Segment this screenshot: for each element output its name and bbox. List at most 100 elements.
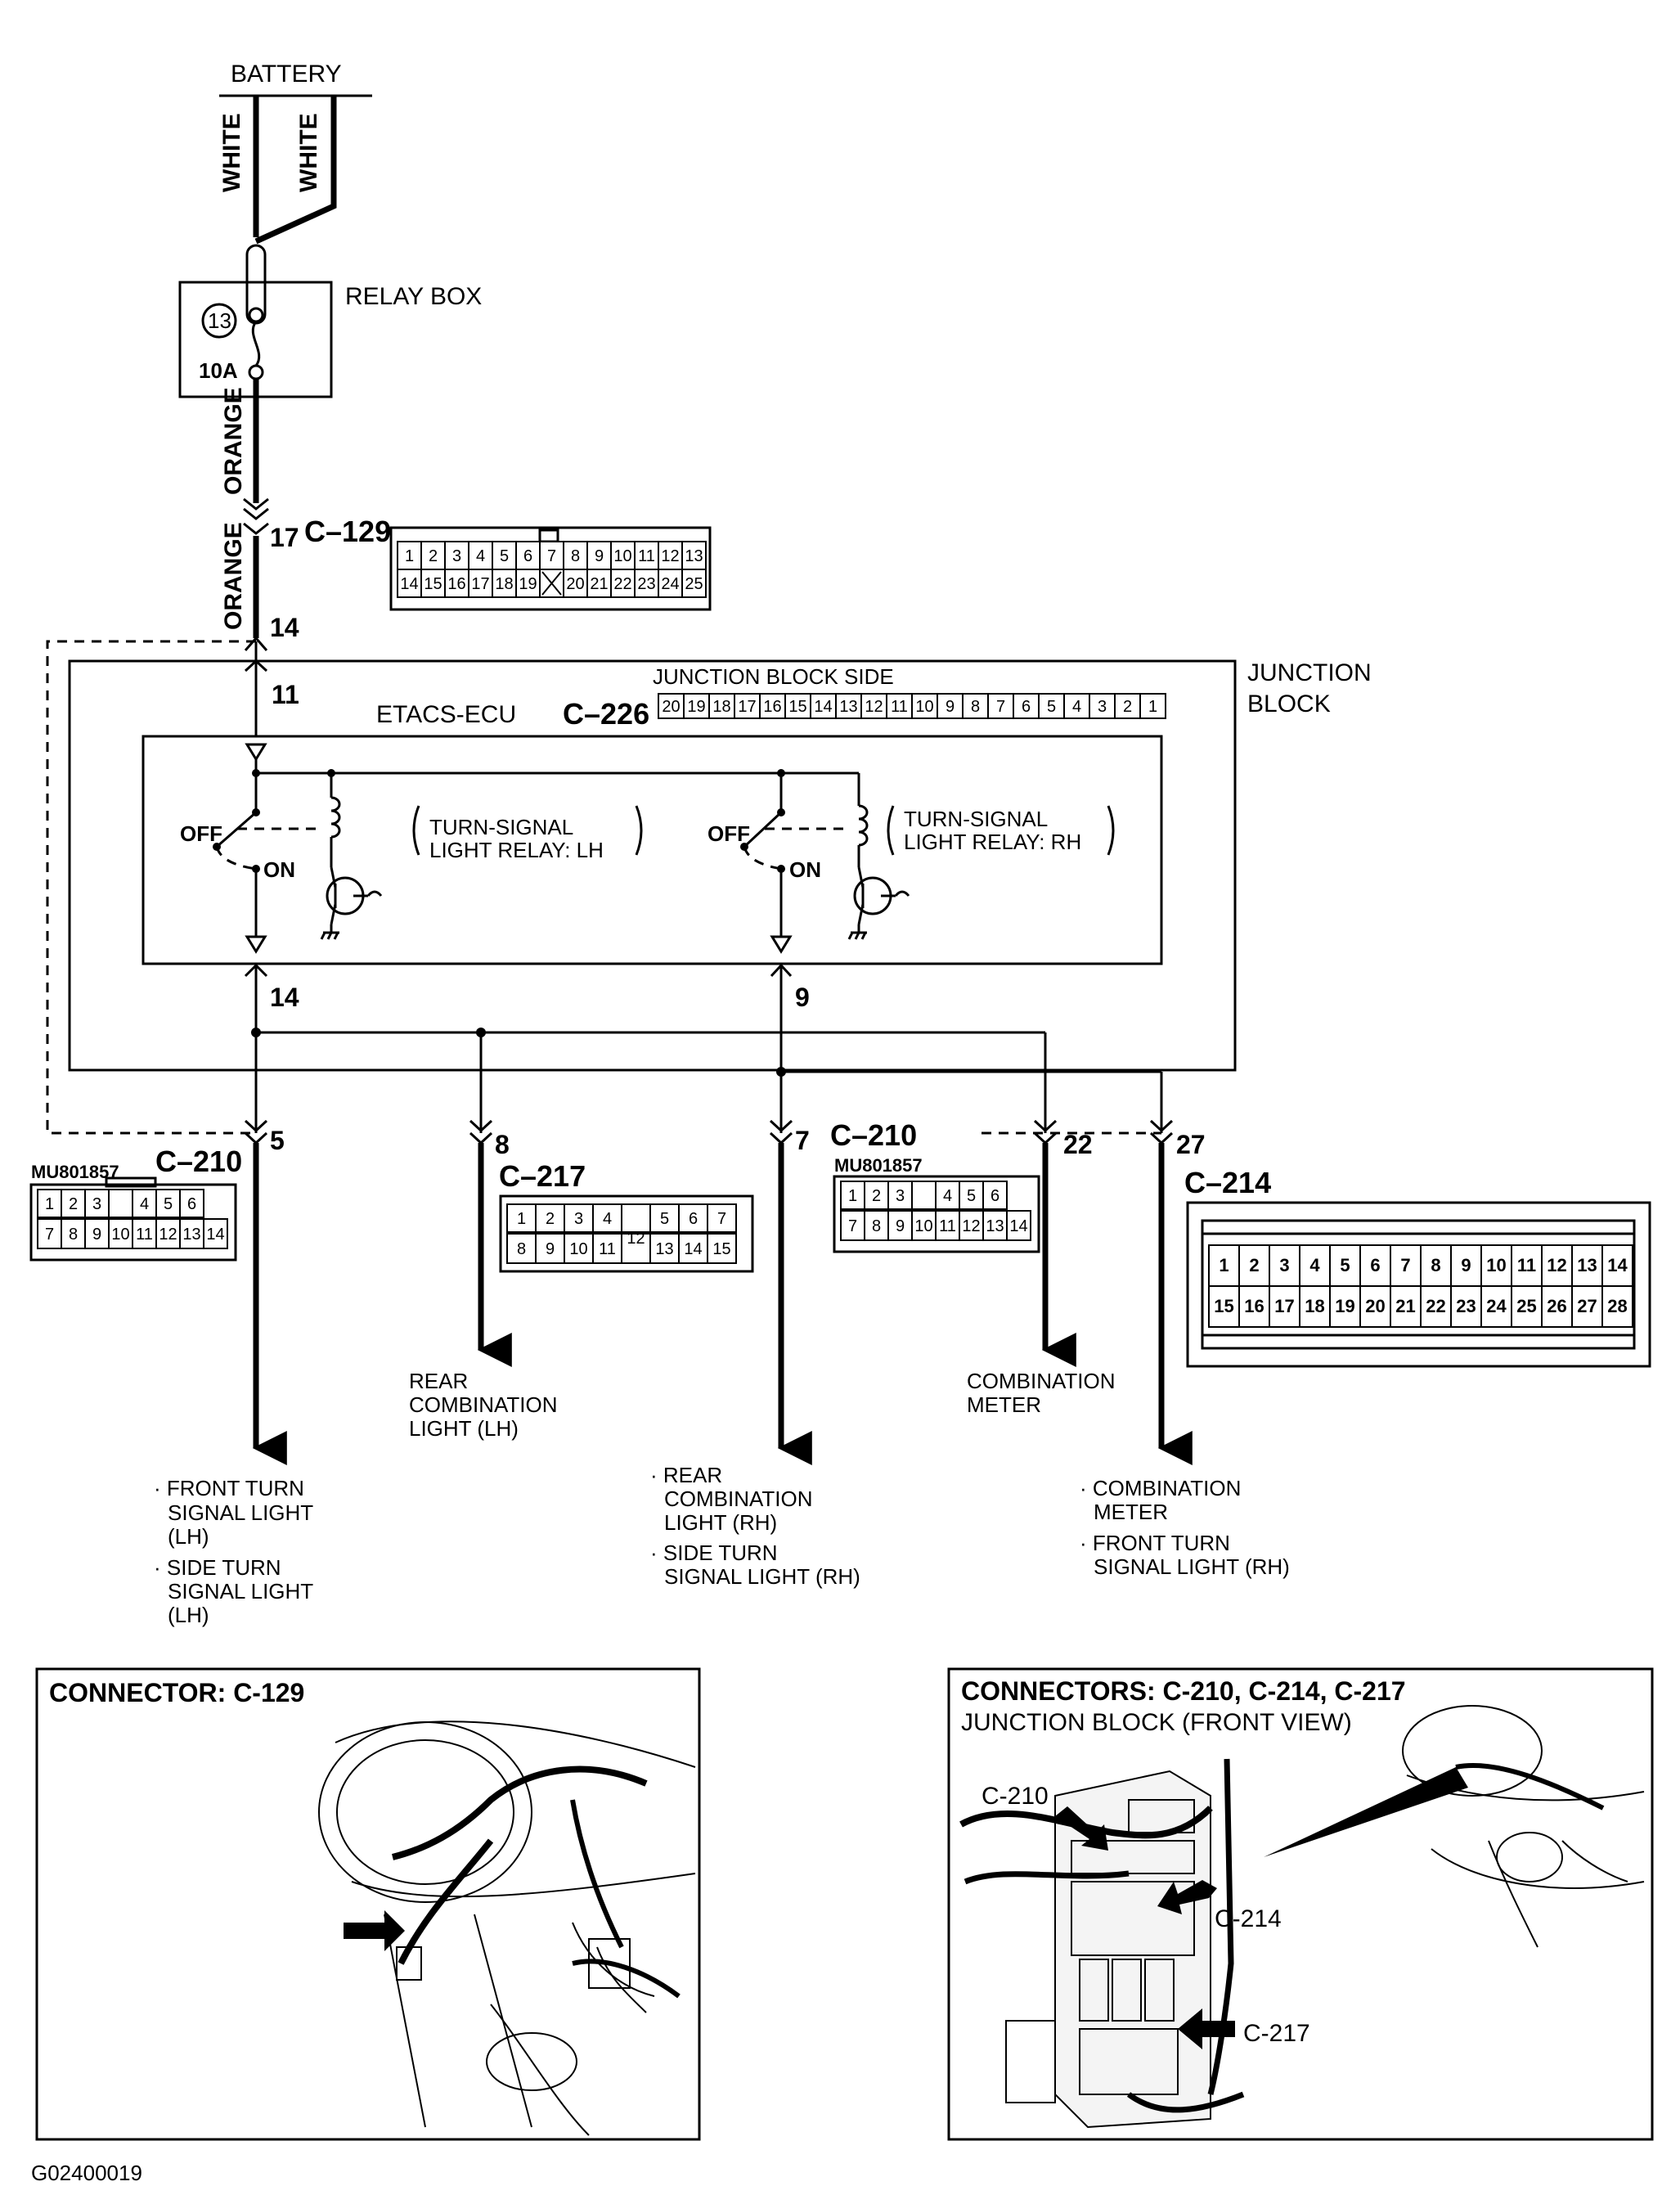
relay-rh-off: OFF xyxy=(707,821,750,846)
c217-cell xyxy=(707,1233,737,1264)
c129-pin-label: 9 xyxy=(595,547,604,565)
c129-pin-label: 22 xyxy=(613,575,631,593)
etacs-pin-label: 5 xyxy=(1047,698,1056,716)
c210-right-pin-label: 4 xyxy=(943,1187,952,1205)
c129-pin-label: 24 xyxy=(661,575,679,593)
panel-right-title: CONNECTORS: C-210, C-214, C-217 xyxy=(961,1676,1406,1706)
c210-right-cell xyxy=(840,1210,865,1241)
dest-meter-1: COMBINATION xyxy=(967,1369,1116,1393)
c129-pin-label: 20 xyxy=(566,575,584,593)
dest-rh-front-2: SIGNAL LIGHT (RH) xyxy=(1094,1554,1290,1579)
etacs-cell xyxy=(987,693,1014,719)
etacs-pin-label: 9 xyxy=(946,698,955,716)
c214-cell xyxy=(1480,1285,1512,1328)
etacs-pin-label: 14 xyxy=(814,698,832,716)
relay-lh-on: ON xyxy=(263,857,295,882)
c210-left-cell xyxy=(84,1218,110,1249)
wire-color-white-left: WHITE xyxy=(218,113,245,192)
dest-lh-front-3: (LH) xyxy=(168,1524,209,1549)
wire-color-orange-bottom: ORANGE xyxy=(220,522,247,630)
c210-left-cell xyxy=(203,1218,228,1249)
c210-left-cell xyxy=(37,1218,62,1249)
callout-c210-arrow xyxy=(1055,1806,1108,1851)
ecu-pin-11: 11 xyxy=(272,680,299,709)
c210-right-cell xyxy=(887,1181,913,1210)
pin-7: 7 xyxy=(795,1126,810,1155)
c214-cell xyxy=(1359,1285,1391,1328)
c129-pin-label: 16 xyxy=(447,575,465,593)
c214-pin-label: 28 xyxy=(1607,1296,1627,1316)
c129-pin-label: 21 xyxy=(590,575,608,593)
c210-right-part: MU801857 xyxy=(834,1155,923,1176)
c214-cell xyxy=(1420,1244,1452,1287)
c210-right-pin-label: 12 xyxy=(962,1217,980,1235)
c214-pin-label: 26 xyxy=(1547,1296,1566,1316)
c210-right-id: C–210 xyxy=(830,1118,917,1152)
c129-pin-17: 17 xyxy=(270,523,299,552)
fuse-rating: 10A xyxy=(199,358,238,383)
dest-lh-side: · SIDE TURN xyxy=(154,1555,281,1580)
ecu-pin-14: 14 xyxy=(270,983,299,1012)
c214-pin-label: 12 xyxy=(1547,1255,1566,1275)
etacs-pin-label: 8 xyxy=(971,698,980,716)
c129-pin-label: 5 xyxy=(500,547,509,565)
battery-label: BATTERY xyxy=(231,61,342,88)
c217-cell xyxy=(621,1203,651,1233)
etacs-cell xyxy=(962,693,989,719)
c210-left-cell xyxy=(132,1218,157,1249)
c217-cell xyxy=(649,1203,680,1233)
dest-rear-lh-1: REAR xyxy=(409,1369,468,1393)
c214-pin-label: 14 xyxy=(1607,1255,1628,1275)
c214-cell xyxy=(1299,1244,1331,1287)
c214-cell xyxy=(1601,1285,1633,1328)
c214-pin-label: 5 xyxy=(1340,1255,1350,1275)
panel-junction-block: CONNECTORS: C-210, C-214, C-217 JUNCTION… xyxy=(947,1667,1654,2141)
c210-left-pin-label: 6 xyxy=(187,1195,196,1213)
c214-cell xyxy=(1329,1285,1361,1328)
c210-left-pin-label: 14 xyxy=(206,1226,224,1244)
c214-pin-label: 7 xyxy=(1400,1255,1410,1275)
relay-lh-off: OFF xyxy=(180,821,222,846)
ecu-feed: 11 xyxy=(244,636,299,736)
zoom-beam xyxy=(1264,1767,1468,1857)
c129-pin-label: 23 xyxy=(637,575,655,593)
c214-pin-label: 18 xyxy=(1305,1296,1324,1316)
dashboard-illustration xyxy=(318,1720,696,2136)
etacs-cell xyxy=(1038,693,1065,719)
c210-right-cell xyxy=(982,1181,1008,1210)
c217-cell xyxy=(506,1233,537,1264)
c214-pin-label: 21 xyxy=(1395,1296,1415,1316)
c217-pin-label: 15 xyxy=(712,1240,730,1258)
c214-pin-label: 16 xyxy=(1244,1296,1264,1316)
c210-left-pin-label: 4 xyxy=(140,1195,149,1213)
c210-left-part: MU801857 xyxy=(31,1162,119,1182)
c129-pin-label: 25 xyxy=(685,575,703,593)
c210-right-cell xyxy=(959,1181,984,1210)
panel-left-title: CONNECTOR: C-129 xyxy=(49,1678,304,1707)
c217-id: C–217 xyxy=(499,1159,586,1193)
c129-blank-mark xyxy=(541,571,562,596)
c214-pin-label: 22 xyxy=(1426,1296,1445,1316)
etacs-cell xyxy=(860,693,887,719)
etacs-pin-label: 20 xyxy=(662,698,680,716)
orange-wire: ORANGE ORANGE 17 14 C–129 xyxy=(220,379,391,642)
c214-pin-label: 17 xyxy=(1274,1296,1294,1316)
c214-cell xyxy=(1541,1285,1573,1328)
c210-left-pin-label: 7 xyxy=(45,1226,54,1244)
wire-color-white-right: WHITE xyxy=(295,113,322,192)
c217-cell xyxy=(564,1203,594,1233)
c129-cell xyxy=(420,541,446,570)
c129-pin-label: 2 xyxy=(429,547,438,565)
c214-pin-label: 1 xyxy=(1219,1255,1229,1275)
c210-left-cell xyxy=(84,1189,110,1218)
c214-pin-label: 13 xyxy=(1577,1255,1597,1275)
relay-box: RELAY BOX 13 10A xyxy=(178,244,482,398)
etacs-pin-label: 17 xyxy=(738,698,756,716)
pin-22: 22 xyxy=(1063,1130,1093,1159)
etacs-ecu-label: ETACS-ECU xyxy=(376,701,516,728)
c217-pin-label: 2 xyxy=(546,1210,555,1228)
c129-cell xyxy=(444,541,469,570)
